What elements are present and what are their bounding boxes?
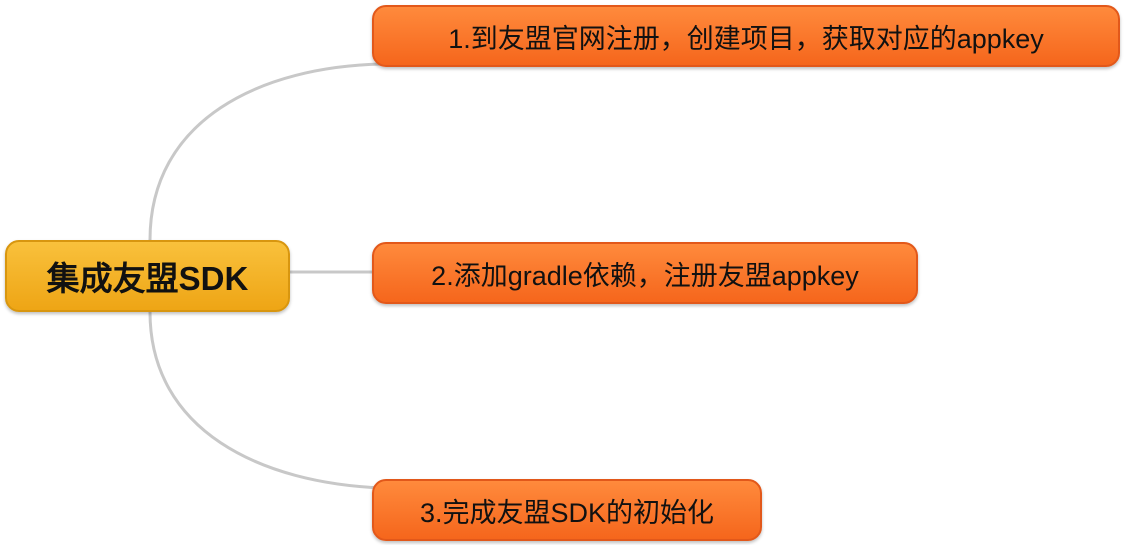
root-node-label: 集成友盟SDK [46,260,249,297]
step-node-3[interactable]: 3.完成友盟SDK的初始化 [372,479,762,541]
root-node[interactable]: 集成友盟SDK [5,240,290,312]
link-to-step-1 [148,62,386,241]
step-node-label: 3.完成友盟SDK的初始化 [419,497,715,528]
step-node-label: 2.添加gradle依赖，注册友盟appkey [431,260,859,291]
step-node-label: 1.到友盟官网注册，创建项目，获取对应的appkey [448,23,1044,54]
link-to-step-3 [148,311,386,490]
step-node-1[interactable]: 1.到友盟官网注册，创建项目，获取对应的appkey [372,5,1120,67]
step-node-2[interactable]: 2.添加gradle依赖，注册友盟appkey [372,242,918,304]
